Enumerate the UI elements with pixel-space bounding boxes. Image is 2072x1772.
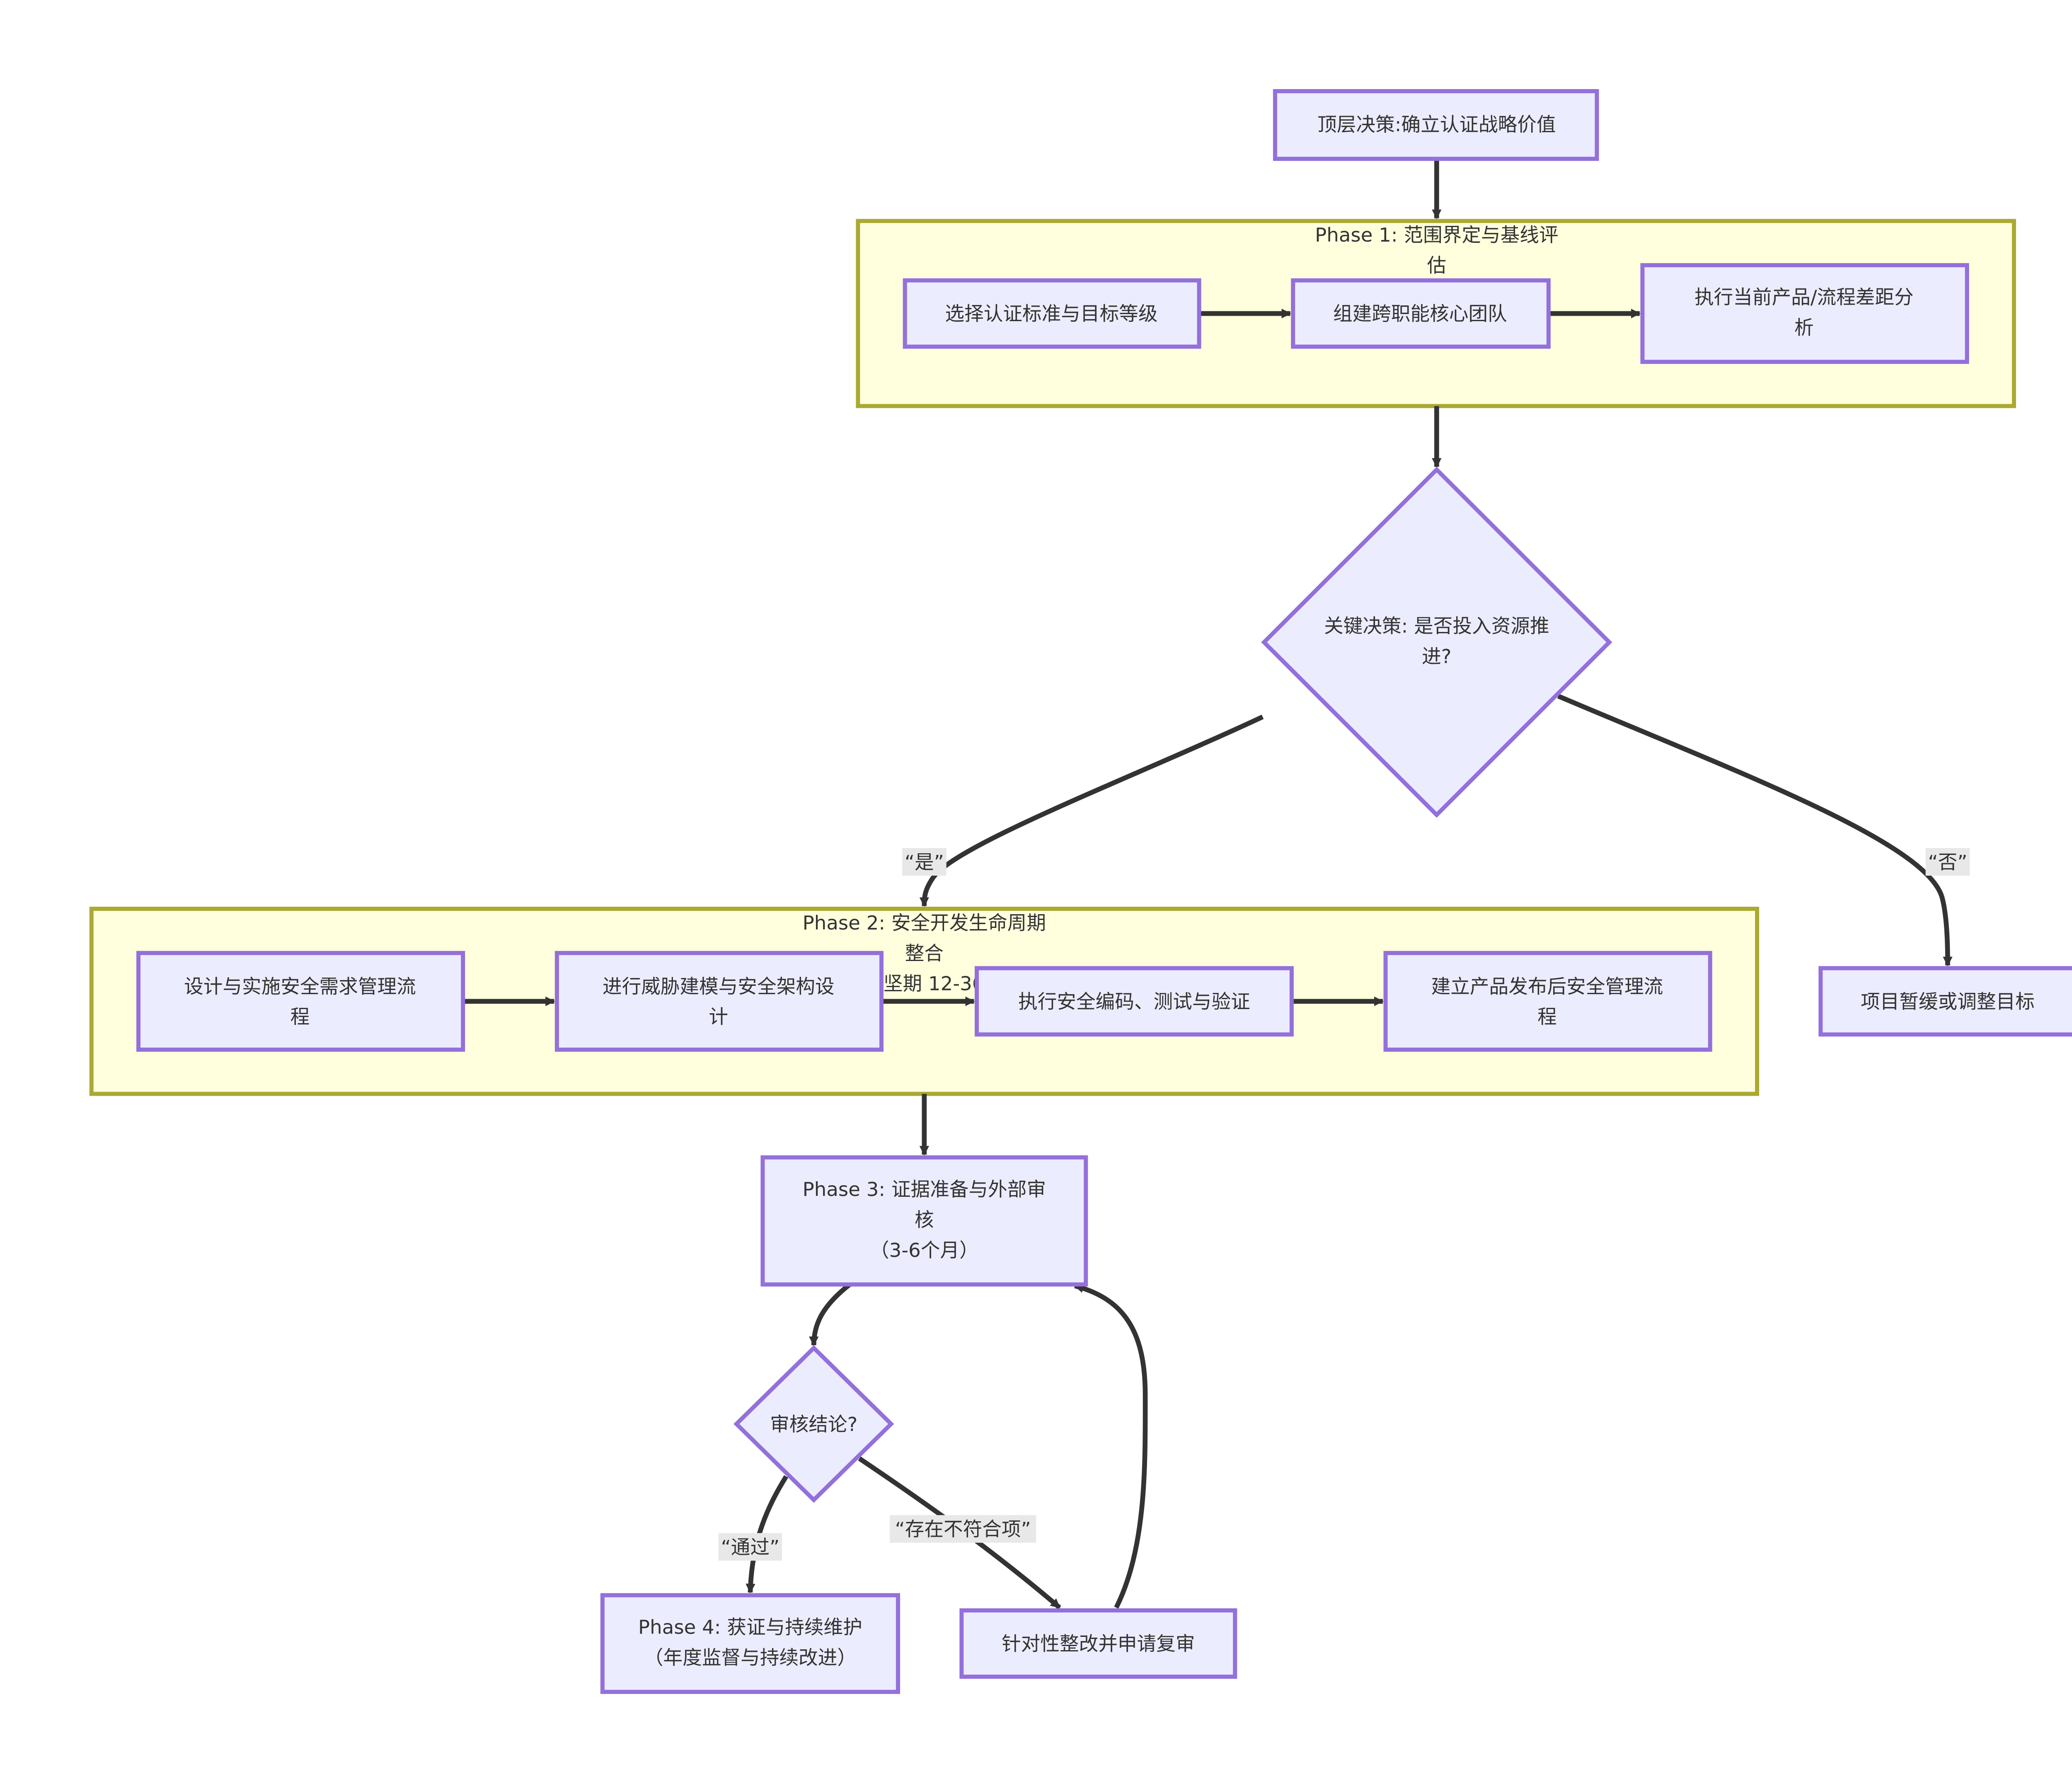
security-requirements-label-line1: 设计与实施安全需求管理流 xyxy=(184,976,416,998)
edge-rectify-to-phase3 xyxy=(1074,1283,1148,1609)
gap-analysis-label-line1: 执行当前产品/流程差距分 xyxy=(1694,286,1914,309)
edges xyxy=(463,159,1953,1610)
phase1-title-line2: 估 xyxy=(1427,255,1447,277)
threat-modeling-node[interactable]: 进行威胁建模与安全架构设 计 xyxy=(554,951,884,1052)
edge-phase3-to-audit xyxy=(809,1282,852,1346)
audit-decision-label: 审核结论? xyxy=(770,1414,857,1436)
select-standard-node[interactable]: 选择认证标准与目标等级 xyxy=(903,278,1201,349)
edge-label-no-text: “否” xyxy=(1928,851,1968,874)
pause-node[interactable]: 项目暂缓或调整目标 xyxy=(1818,966,2072,1037)
secure-coding-label: 执行安全编码、测试与验证 xyxy=(1018,991,1250,1013)
phase3-label-line2: 核 xyxy=(915,1209,934,1232)
edge-label-no: “否” xyxy=(1925,848,1970,876)
top-decision-node[interactable]: 顶层决策:确立认证战略价值 xyxy=(1273,89,1599,161)
pause-label: 项目暂缓或调整目标 xyxy=(1861,991,2035,1013)
phase3-label-line1: Phase 3: 证据准备与外部审 xyxy=(803,1179,1046,1201)
phase2-title-line3: 攻坚期 12-36 xyxy=(864,973,984,995)
phase4-node[interactable]: Phase 4: 获证与持续维护 （年度监督与持续改进） xyxy=(600,1593,900,1694)
phase2-title-line1: Phase 2: 安全开发生命周期 xyxy=(803,912,1046,934)
edge-label-pass-text: “通过” xyxy=(721,1536,780,1559)
build-team-label: 组建跨职能核心团队 xyxy=(1333,303,1507,325)
secure-coding-node[interactable]: 执行安全编码、测试与验证 xyxy=(975,966,1294,1037)
phase2-title-line2: 整合 xyxy=(905,942,944,965)
key-decision-label-line1: 关键决策: 是否投入资源推 xyxy=(1324,615,1549,637)
phase4-label-line1: Phase 4: 获证与持续维护 xyxy=(638,1617,862,1639)
phase3-label-line3: （3-6个月） xyxy=(870,1239,979,1262)
edge-label-nonconform-text: “存在不符合项” xyxy=(895,1518,1031,1541)
post-release-label-line2: 程 xyxy=(1537,1006,1557,1029)
post-release-label-line1: 建立产品发布后安全管理流 xyxy=(1431,976,1663,998)
edge-label-yes: “是” xyxy=(902,848,946,876)
edge-keydecision-yes xyxy=(919,714,1264,907)
edge-audit-pass xyxy=(746,1475,789,1594)
top-decision-label: 顶层决策:确立认证战略价值 xyxy=(1317,114,1556,136)
gap-analysis-label-line2: 析 xyxy=(1794,317,1814,339)
edge-label-yes-text: “是” xyxy=(905,851,944,874)
audit-decision-node[interactable]: 审核结论? xyxy=(733,1345,894,1503)
key-decision-node[interactable]: 关键决策: 是否投入资源推 进? xyxy=(1261,467,1612,818)
phase4-label-line2: （年度监督与持续改进） xyxy=(644,1647,857,1669)
phase3-node[interactable]: Phase 3: 证据准备与外部审 核 （3-6个月） xyxy=(760,1155,1088,1287)
rectify-label: 针对性整改并申请复审 xyxy=(1002,1633,1195,1656)
key-decision-label-line2: 进? xyxy=(1422,646,1451,668)
edge-keydecision-no xyxy=(1557,694,1953,966)
rectify-node[interactable]: 针对性整改并申请复审 xyxy=(959,1608,1237,1679)
threat-modeling-label-line2: 计 xyxy=(709,1006,728,1029)
select-standard-label: 选择认证标准与目标等级 xyxy=(945,303,1157,325)
security-requirements-node[interactable]: 设计与实施安全需求管理流 程 xyxy=(136,951,465,1052)
build-team-node[interactable]: 组建跨职能核心团队 xyxy=(1291,278,1551,349)
edge-label-nonconform: “存在不符合项” xyxy=(890,1515,1036,1543)
post-release-node[interactable]: 建立产品发布后安全管理流 程 xyxy=(1383,951,1712,1052)
edge-label-pass: “通过” xyxy=(718,1533,782,1561)
threat-modeling-label-line1: 进行威胁建模与安全架构设 xyxy=(603,976,835,998)
security-requirements-label-line2: 程 xyxy=(290,1006,310,1029)
gap-analysis-node[interactable]: 执行当前产品/流程差距分 析 xyxy=(1640,263,1969,364)
phase1-title-line1: Phase 1: 范围界定与基线评 xyxy=(1315,224,1558,247)
